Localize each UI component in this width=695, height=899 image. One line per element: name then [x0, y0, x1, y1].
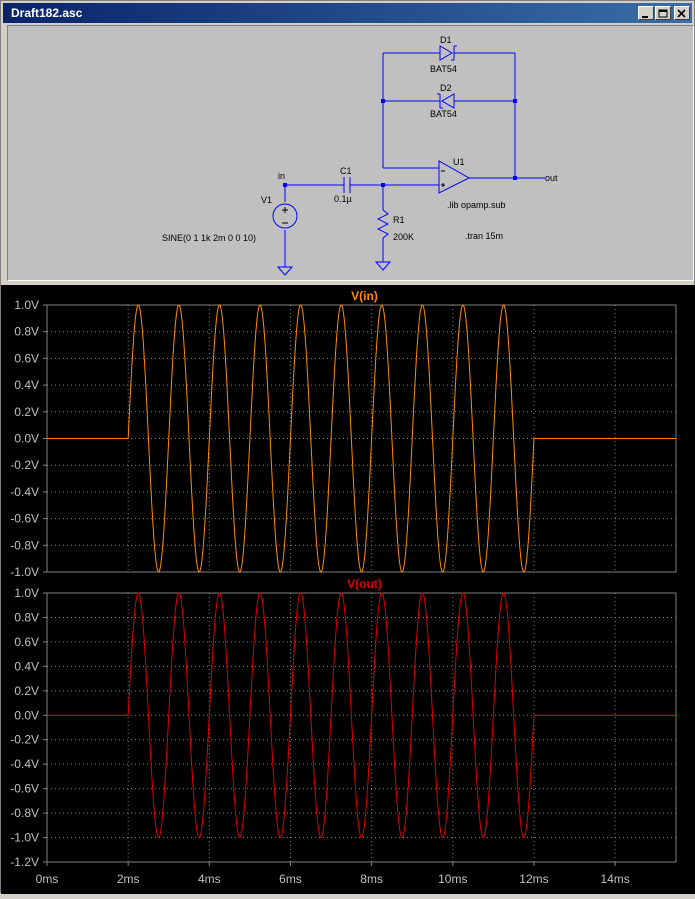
x-tick-label: 14ms — [600, 872, 629, 886]
tran-directive: .tran 15m — [465, 231, 503, 241]
y-tick-label: -0.8V — [10, 538, 39, 552]
maximize-button[interactable] — [655, 6, 671, 20]
title-bar[interactable]: Draft182.asc — [3, 3, 692, 23]
schematic-editor[interactable]: in out D1 BAT54 D2 BAT54 U1 C1 0.1µ R1 2… — [7, 25, 694, 281]
waveform-viewer[interactable]: 1.0V 0.8V 0.6V 0.4V 0.2V 0.0V -0.2V -0.4V -0.6V -… — [1, 285, 695, 894]
r1-value: 200K — [393, 232, 414, 242]
plus-icon — [441, 183, 445, 187]
x-tick-label: 8ms — [360, 872, 383, 886]
y-tick-label: 1.0V — [14, 586, 39, 600]
x-tick-label: 10ms — [438, 872, 467, 886]
x-tick-label: 12ms — [519, 872, 548, 886]
y-tick-label: 0.4V — [14, 659, 39, 673]
x-tick-label: 6ms — [279, 872, 302, 886]
trace-title: V(in) — [351, 289, 378, 303]
ground-icon — [276, 266, 294, 276]
u1-name: U1 — [453, 157, 465, 167]
net-label-out: out — [545, 173, 558, 183]
window-title: Draft182.asc — [11, 6, 83, 20]
net-label-in: in — [278, 171, 285, 181]
close-button[interactable] — [674, 6, 690, 20]
y-tick-label: -0.4V — [10, 485, 39, 499]
waveform-canvas[interactable]: 1.0V 0.8V 0.6V 0.4V 0.2V 0.0V -0.2V -0.4V -0.6V -… — [1, 285, 695, 894]
d1-diode — [439, 45, 453, 61]
y-tick-label: -0.2V — [10, 458, 39, 472]
r1-resistor — [376, 209, 390, 239]
schematic-canvas[interactable]: in out D1 BAT54 D2 BAT54 U1 C1 0.1µ R1 2… — [8, 26, 693, 280]
x-tick-label: 2ms — [117, 872, 140, 886]
v1-value: SINE(0 1 1k 2m 0 0 10) — [162, 233, 256, 243]
c1-value: 0.1µ — [334, 194, 352, 204]
plot-pane-vin[interactable]: 1.0V 0.8V 0.6V 0.4V 0.2V 0.0V -0.2V -0.4V -0.6V -… — [10, 289, 677, 579]
plot-pane-vout[interactable]: 1.0V 0.8V 0.6V 0.4V 0.2V 0.0V -0.2V -0.4V -0.6V -… — [10, 577, 677, 886]
y-tick-label: 0.2V — [14, 405, 39, 419]
d1-value: BAT54 — [430, 64, 457, 74]
y-tick-label: -1.0V — [10, 565, 39, 579]
y-tick-label: 0.2V — [14, 684, 39, 698]
r1-name: R1 — [393, 215, 405, 225]
y-tick-label: 0.8V — [14, 325, 39, 339]
y-tick-label: -0.6V — [10, 782, 39, 796]
y-tick-label: 0.6V — [14, 635, 39, 649]
y-tick-label: -0.4V — [10, 757, 39, 771]
x-tick-label: 4ms — [198, 872, 221, 886]
junction — [283, 183, 287, 187]
y-tick-label: -1.0V — [10, 831, 39, 845]
v1-source — [272, 203, 298, 229]
d1-cathode — [451, 45, 457, 61]
d1-name: D1 — [440, 35, 452, 45]
y-tick-label: 0.4V — [14, 378, 39, 392]
maximize-icon — [658, 9, 668, 18]
minimize-icon — [642, 16, 648, 18]
trace-line — [47, 592, 676, 839]
u1-opamp — [438, 160, 471, 194]
plot-frame — [46, 592, 677, 863]
y-tick-label: 0.8V — [14, 610, 39, 624]
y-tick-label: -1.2V — [10, 855, 39, 869]
y-tick-label: -0.6V — [10, 512, 39, 526]
d2-value: BAT54 — [430, 109, 457, 119]
x-tick-label: 0ms — [36, 872, 59, 886]
y-tick-label: 1.0V — [14, 298, 39, 312]
d2-name: D2 — [440, 83, 452, 93]
junction — [381, 183, 385, 187]
junction — [381, 99, 385, 103]
d2-cathode — [437, 93, 443, 109]
ground-icon — [374, 261, 392, 271]
junction — [513, 99, 517, 103]
y-tick-label: -0.2V — [10, 733, 39, 747]
y-tick-label: 0.0V — [14, 708, 39, 722]
c1-name: C1 — [340, 166, 352, 176]
y-tick-label: -0.8V — [10, 806, 39, 820]
close-icon — [677, 9, 686, 18]
y-tick-label: 0.0V — [14, 432, 39, 446]
trace-title: V(out) — [347, 577, 382, 591]
trace-line — [47, 304, 676, 573]
lib-directive: .lib opamp.sub — [447, 200, 506, 210]
d2-diode — [441, 93, 455, 109]
minimize-button[interactable] — [638, 6, 654, 20]
v1-name: V1 — [261, 195, 272, 205]
junction — [513, 176, 517, 180]
y-tick-label: 0.6V — [14, 351, 39, 365]
plus-icon — [282, 207, 288, 213]
